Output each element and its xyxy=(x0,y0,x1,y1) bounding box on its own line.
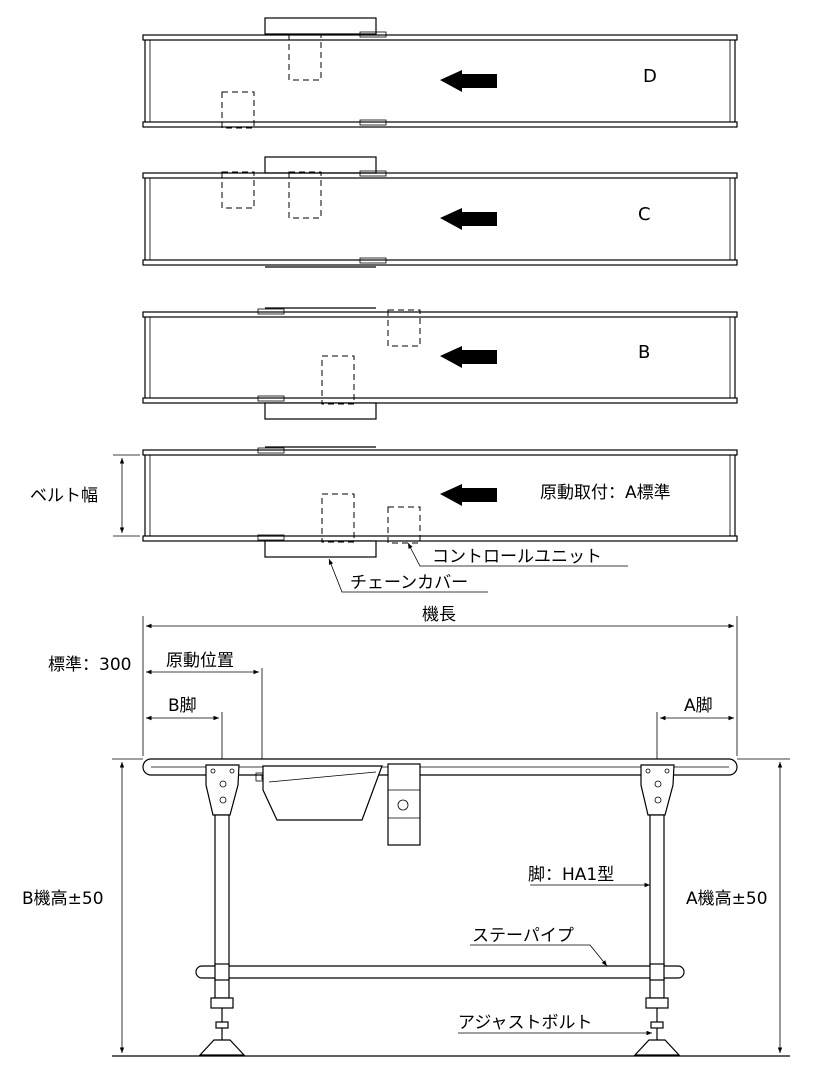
leg-bracket-left xyxy=(205,764,240,816)
top-view-d: D xyxy=(142,17,738,129)
view-letter: C xyxy=(638,204,651,225)
motor-hidden-outline xyxy=(288,33,322,81)
top-view-c: C xyxy=(142,156,738,268)
view-letter: D xyxy=(643,66,657,87)
adjust-foot-left xyxy=(198,1039,246,1056)
motor-cover-side xyxy=(262,765,383,821)
stay-pipe xyxy=(195,965,685,979)
adjust-foot-right xyxy=(633,1039,681,1056)
control-unit-leader xyxy=(407,542,628,567)
stay-pipe-leader xyxy=(470,944,608,967)
chain-cover-label: チェーンカバー xyxy=(350,573,468,593)
bracket-hidden-outline xyxy=(221,91,255,129)
side-view: B機高±50 A機高±50 脚：HA1型 ステーパイプ アジャストボルト xyxy=(22,758,790,1057)
top-view-a: 原動取付：A標準 ベルト幅 コントロールユニット チェーンカバー xyxy=(30,446,738,593)
leg-bracket-right xyxy=(640,764,675,816)
standard-label: 標準：300 xyxy=(48,655,131,675)
drive-position-label: 原動位置 xyxy=(166,651,234,671)
adjust-bolt-label: アジャストボルト xyxy=(458,1013,592,1033)
chain-cover-leader xyxy=(328,558,488,593)
a-leg-label: A脚 xyxy=(684,696,713,716)
chain-cover-top xyxy=(264,540,377,558)
machine-length-label: 機長 xyxy=(422,605,456,625)
chain-cover-top xyxy=(264,156,377,174)
b-height-label: B機高±50 xyxy=(22,889,104,909)
direction-arrow-icon xyxy=(440,208,497,230)
direction-arrow-icon xyxy=(440,70,497,92)
control-unit-label: コントロールユニット xyxy=(432,547,602,567)
belt-width-label: ベルト幅 xyxy=(30,486,98,506)
control-unit-box xyxy=(387,763,421,846)
switch-icon xyxy=(397,799,409,811)
view-letter: B xyxy=(638,342,650,363)
top-view-b: B xyxy=(142,307,738,420)
leg-type-label: 脚：HA1型 xyxy=(528,865,614,885)
chain-cover-top xyxy=(264,402,377,420)
frame-rail-lower xyxy=(142,121,738,128)
b-leg-label: B脚 xyxy=(168,696,197,716)
direction-arrow-icon xyxy=(440,484,497,506)
control-unit-outline xyxy=(387,506,421,544)
direction-arrow-icon xyxy=(440,346,497,368)
frame-rail-upper xyxy=(142,34,738,41)
drive-mount-label: 原動取付：A標準 xyxy=(540,483,671,503)
chain-cover-top xyxy=(264,17,377,35)
stay-pipe-label: ステーパイプ xyxy=(472,926,574,946)
side-view-dimensions: 機長 標準：300 原動位置 B脚 A脚 xyxy=(48,605,738,780)
a-height-label: A機高±50 xyxy=(686,889,768,909)
